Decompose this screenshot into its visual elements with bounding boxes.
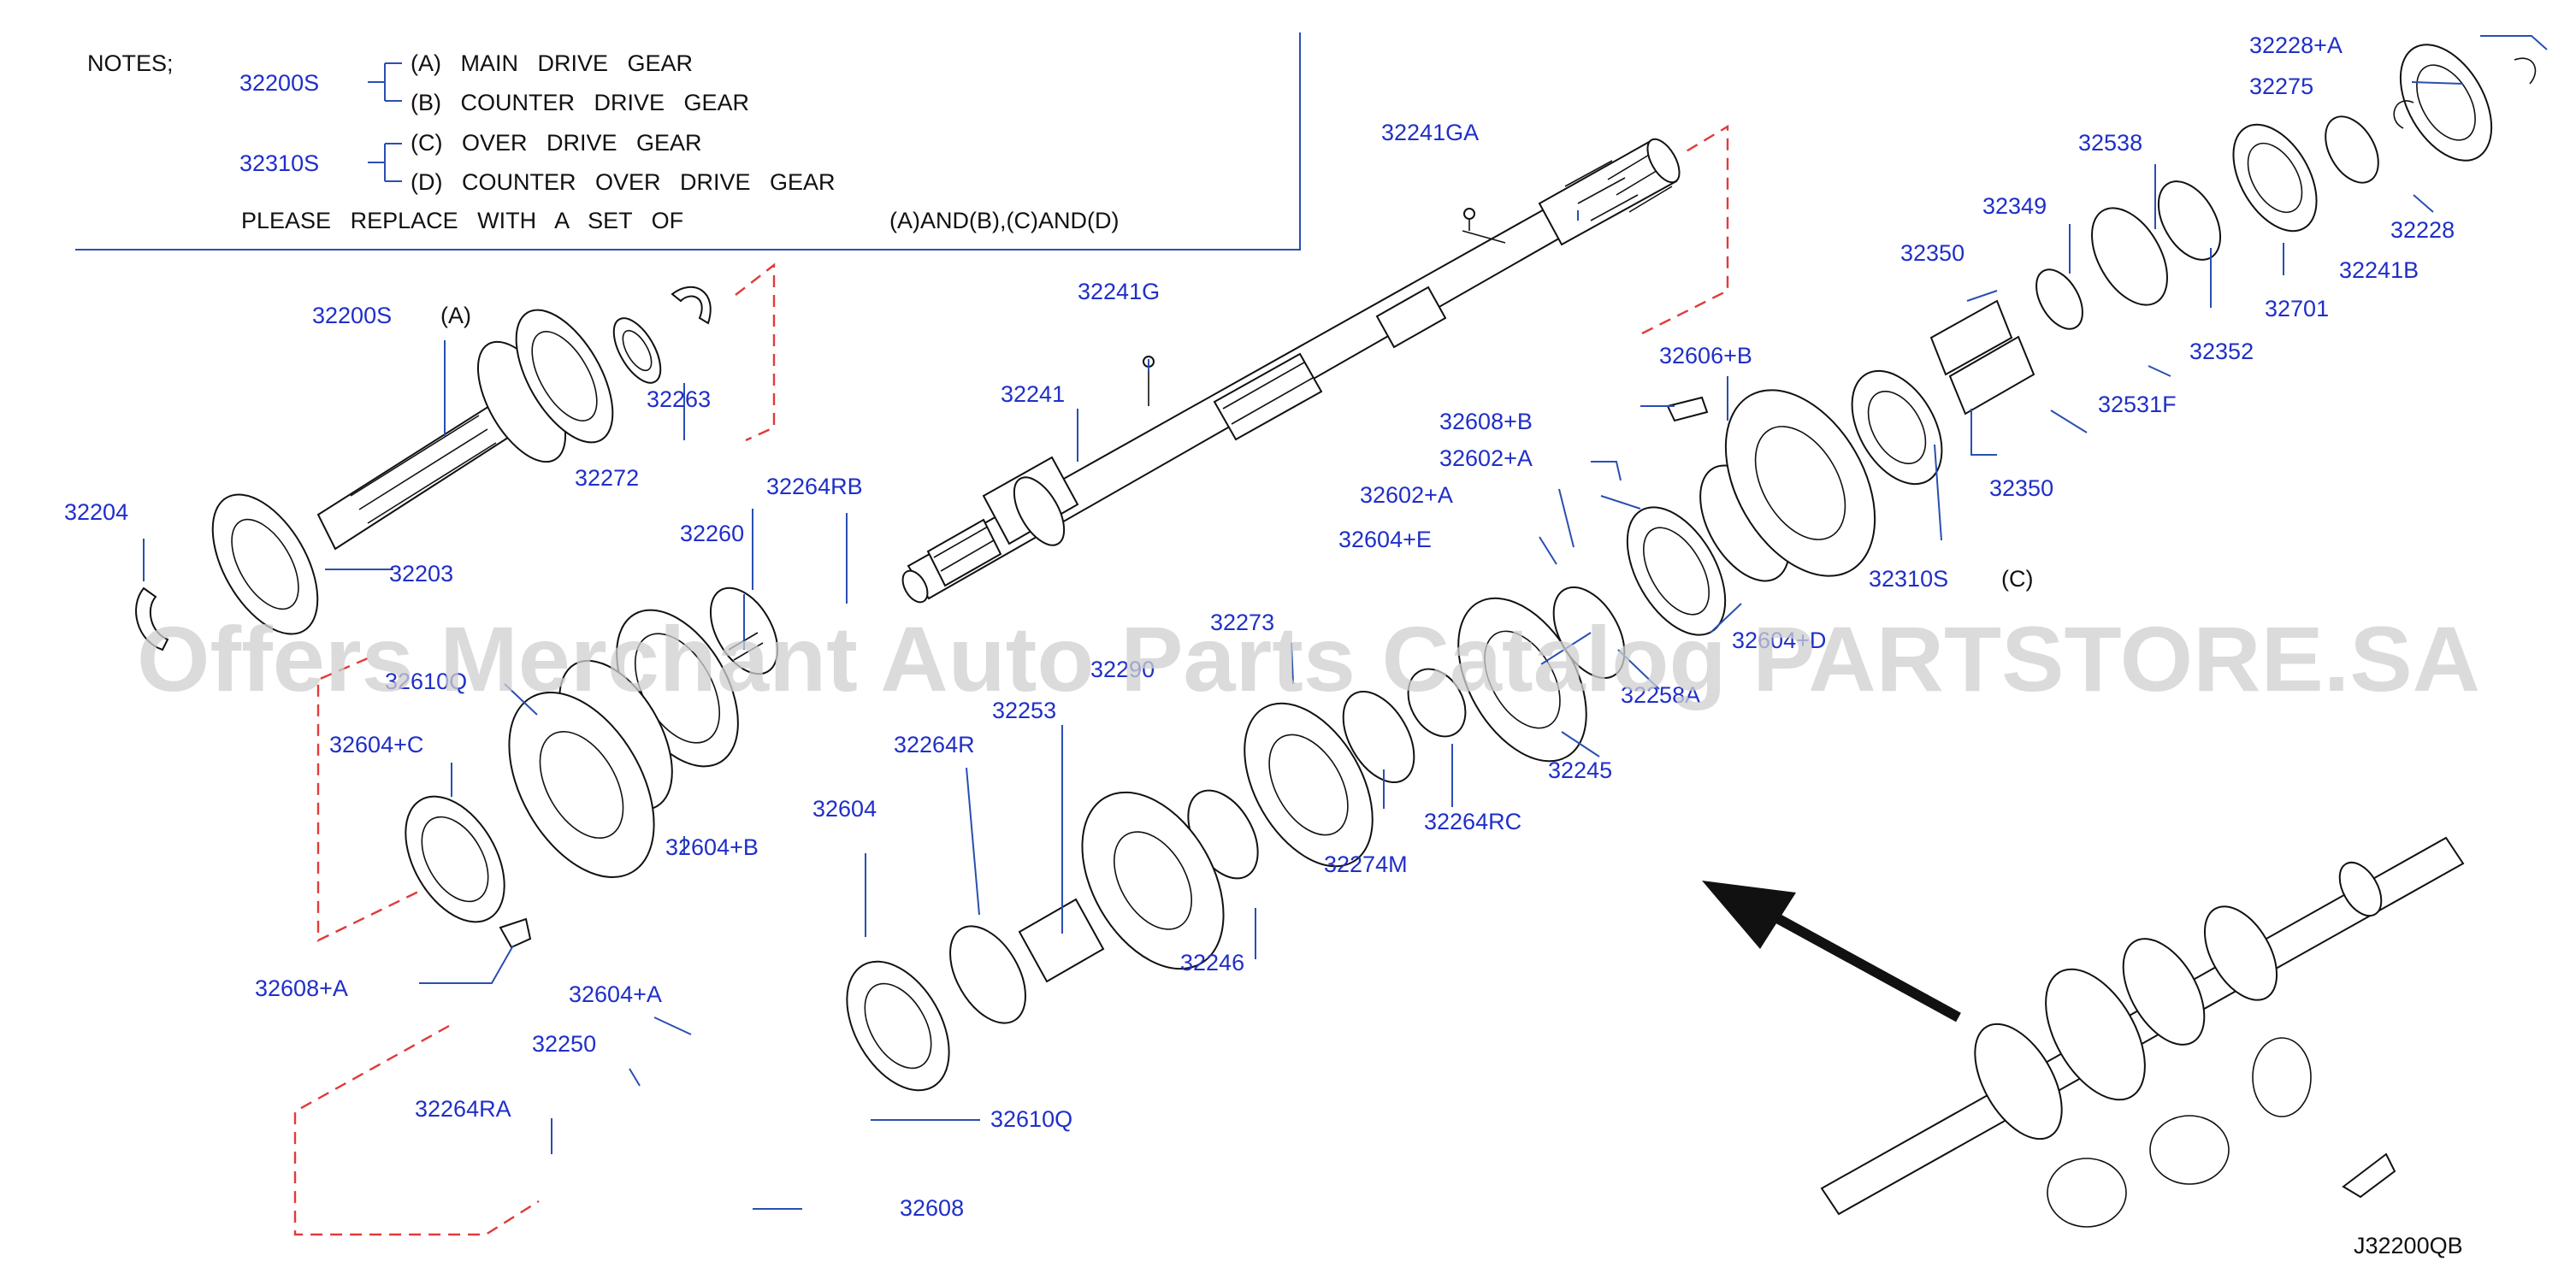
callout-32274m: 32274M: [1324, 852, 1408, 877]
callout-32701: 32701: [2265, 296, 2329, 321]
mainshaft-32241: [901, 138, 1681, 604]
callout-32204: 32204: [64, 499, 128, 525]
callout-32604-c: 32604+C: [329, 732, 423, 757]
note-line-d: (D) COUNTER OVER DRIVE GEAR: [411, 169, 836, 195]
callout-32264rc: 32264RC: [1424, 809, 1521, 834]
callout-32264rb: 32264RB: [766, 474, 863, 499]
callout-32228: 32228: [2390, 217, 2455, 243]
callout-32350-bottom: 32350: [1989, 475, 2053, 501]
watermark-text: Offers Merchant Auto Parts Catalog PARTS…: [137, 607, 2480, 710]
callout-32241: 32241: [1001, 381, 1065, 407]
callout-32253: 32253: [992, 698, 1056, 723]
callout-32350-top: 32350: [1900, 240, 1964, 266]
callout-32264ra: 32264RA: [415, 1096, 511, 1122]
callout-32349: 32349: [1982, 193, 2047, 219]
notes-code-32310S: 32310S: [239, 150, 319, 176]
callout-32604-e: 32604+E: [1338, 527, 1432, 552]
callout-32290: 32290: [1090, 657, 1155, 682]
notes-box: NOTES; 32200S (A) MAIN DRIVE GEAR (B) CO…: [75, 32, 1301, 250]
callout-32228-a: 32228+A: [2249, 32, 2343, 58]
callout-32604-b: 32604+B: [665, 834, 759, 860]
callout-32275: 32275: [2249, 74, 2313, 99]
assembly-thumbnail: [1820, 836, 2465, 1228]
callout-32602-a-top: 32602+A: [1439, 445, 1533, 471]
callout-32250: 32250: [532, 1031, 596, 1057]
marker-c: (C): [2001, 566, 2033, 592]
note-replace-sets: (A)AND(B),(C)AND(D): [889, 208, 1119, 233]
leader-lines: [143, 35, 2548, 1210]
overdrive-cluster: [1457, 369, 1943, 763]
main-drive-gear-32200S: [135, 286, 712, 651]
callout-32241g: 32241G: [1078, 279, 1160, 304]
synchro-cluster-left: [405, 586, 779, 949]
callout-labels: 32228+A 32275 32538 32228 32241GA 32349 …: [64, 32, 2455, 1221]
diagram-code: J32200QB: [2354, 1233, 2463, 1258]
callout-32606-b: 32606+B: [1659, 343, 1752, 368]
notes-heading: NOTES;: [87, 50, 174, 76]
callout-32310s: 32310S: [1869, 566, 1948, 592]
callout-32352: 32352: [2189, 339, 2254, 364]
callout-32602-a: 32602+A: [1360, 482, 1453, 508]
phantom-outlines: [293, 124, 1729, 1236]
marker-a: (A): [440, 303, 471, 328]
callout-32272: 32272: [575, 465, 639, 491]
callout-32538: 32538: [2078, 130, 2142, 156]
callout-32531f: 32531F: [2098, 392, 2177, 417]
callout-32273: 32273: [1210, 610, 1274, 635]
note-line-b: (B) COUNTER DRIVE GEAR: [411, 90, 749, 115]
callout-32610q: 32610Q: [990, 1106, 1072, 1132]
callout-32263: 32263: [647, 386, 711, 412]
callout-32610q-upper: 32610Q: [385, 669, 467, 694]
callout-32608: 32608: [900, 1195, 964, 1221]
callout-32604-d: 32604+D: [1732, 628, 1826, 653]
note-line-c: (C) OVER DRIVE GEAR: [411, 130, 702, 156]
note-line-a: (A) MAIN DRIVE GEAR: [411, 50, 693, 76]
note-replace-text: PLEASE REPLACE WITH A SET OF: [241, 208, 683, 233]
locator-arrow: [1702, 881, 1961, 1023]
callout-32604-a: 32604+A: [569, 981, 662, 1007]
callout-32245: 32245: [1548, 757, 1612, 783]
callout-32264r: 32264R: [894, 732, 975, 757]
callout-32608-a: 32608+A: [255, 975, 348, 1001]
callout-32246: 32246: [1180, 950, 1244, 975]
callout-32604: 32604: [812, 796, 877, 822]
counter-train: [846, 668, 1467, 1092]
callout-32241b: 32241B: [2339, 257, 2419, 283]
callout-32260: 32260: [680, 521, 744, 546]
callout-32200s: 32200S: [312, 303, 392, 328]
callout-32258a: 32258A: [1621, 682, 1700, 708]
callout-32608-b: 32608+B: [1439, 409, 1533, 434]
callout-32203: 32203: [389, 561, 453, 586]
callout-32241ga: 32241GA: [1381, 120, 1479, 145]
notes-code-32200S: 32200S: [239, 70, 319, 96]
